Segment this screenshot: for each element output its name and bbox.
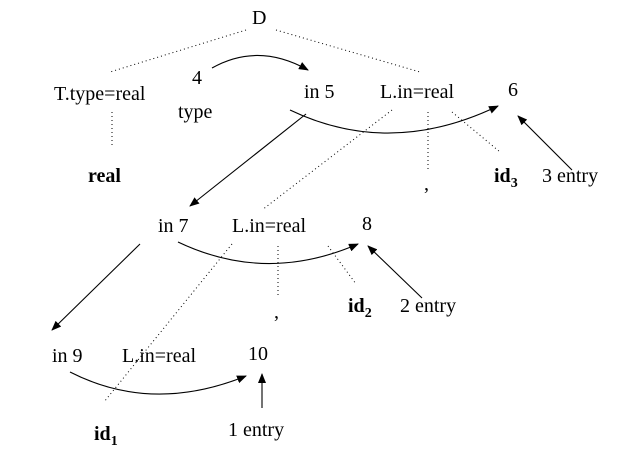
real-label: real: [88, 165, 121, 187]
comma-top-label: ,: [424, 173, 429, 195]
edge-lmid-id2: [327, 245, 357, 285]
edge-d-ttype: [109, 29, 247, 73]
edge-lmid-lbot: [103, 243, 233, 403]
dependency-arrows: [51, 54, 573, 408]
in9-label: in 9: [52, 345, 83, 367]
in5-label: in 5: [304, 81, 335, 103]
l-in-top-label: L.in=real: [380, 81, 454, 103]
root-label: D: [252, 7, 266, 29]
node-10-label: 10: [248, 343, 268, 365]
arrow-4-to-5: [211, 54, 309, 71]
l-in-mid-label: L.in=real: [232, 215, 306, 237]
arrow-2entry-to-8: [367, 245, 423, 299]
node-6-label: 6: [508, 79, 518, 101]
entry1-label: 1 entry: [228, 419, 284, 441]
arrow-9-to-10: [69, 371, 247, 395]
arrow-3entry-to-6: [517, 115, 573, 171]
arrow-7-to-8: [177, 241, 359, 265]
entry2-label: 2 entry: [400, 295, 456, 317]
node-8-label: 8: [362, 213, 372, 235]
id2-label: id2: [348, 295, 372, 321]
comma-mid-label: ,: [274, 301, 279, 323]
parse-tree-edges: [103, 29, 501, 403]
l-in-bot-label: L.in=real: [122, 345, 196, 367]
arrow-5-to-6: [289, 105, 499, 134]
node-labels: D T.type=real 4 type in 5 L.in=real 6 re…: [52, 7, 598, 449]
edge-d-ltop: [275, 29, 421, 73]
node-4-label: 4: [192, 67, 202, 89]
in7-label: in 7: [158, 215, 189, 237]
edge-ltop-id3: [451, 111, 501, 153]
entry3-label: 3 entry: [542, 165, 598, 187]
id3-label: id3: [494, 165, 518, 191]
ttype-label: T.type=real: [54, 83, 146, 105]
arrow-5-to-7: [189, 113, 307, 207]
arrow-7-to-9: [51, 243, 141, 331]
edge-ltop-lmid: [261, 109, 393, 211]
type-label: type: [178, 101, 213, 123]
id1-label: id1: [94, 423, 118, 449]
